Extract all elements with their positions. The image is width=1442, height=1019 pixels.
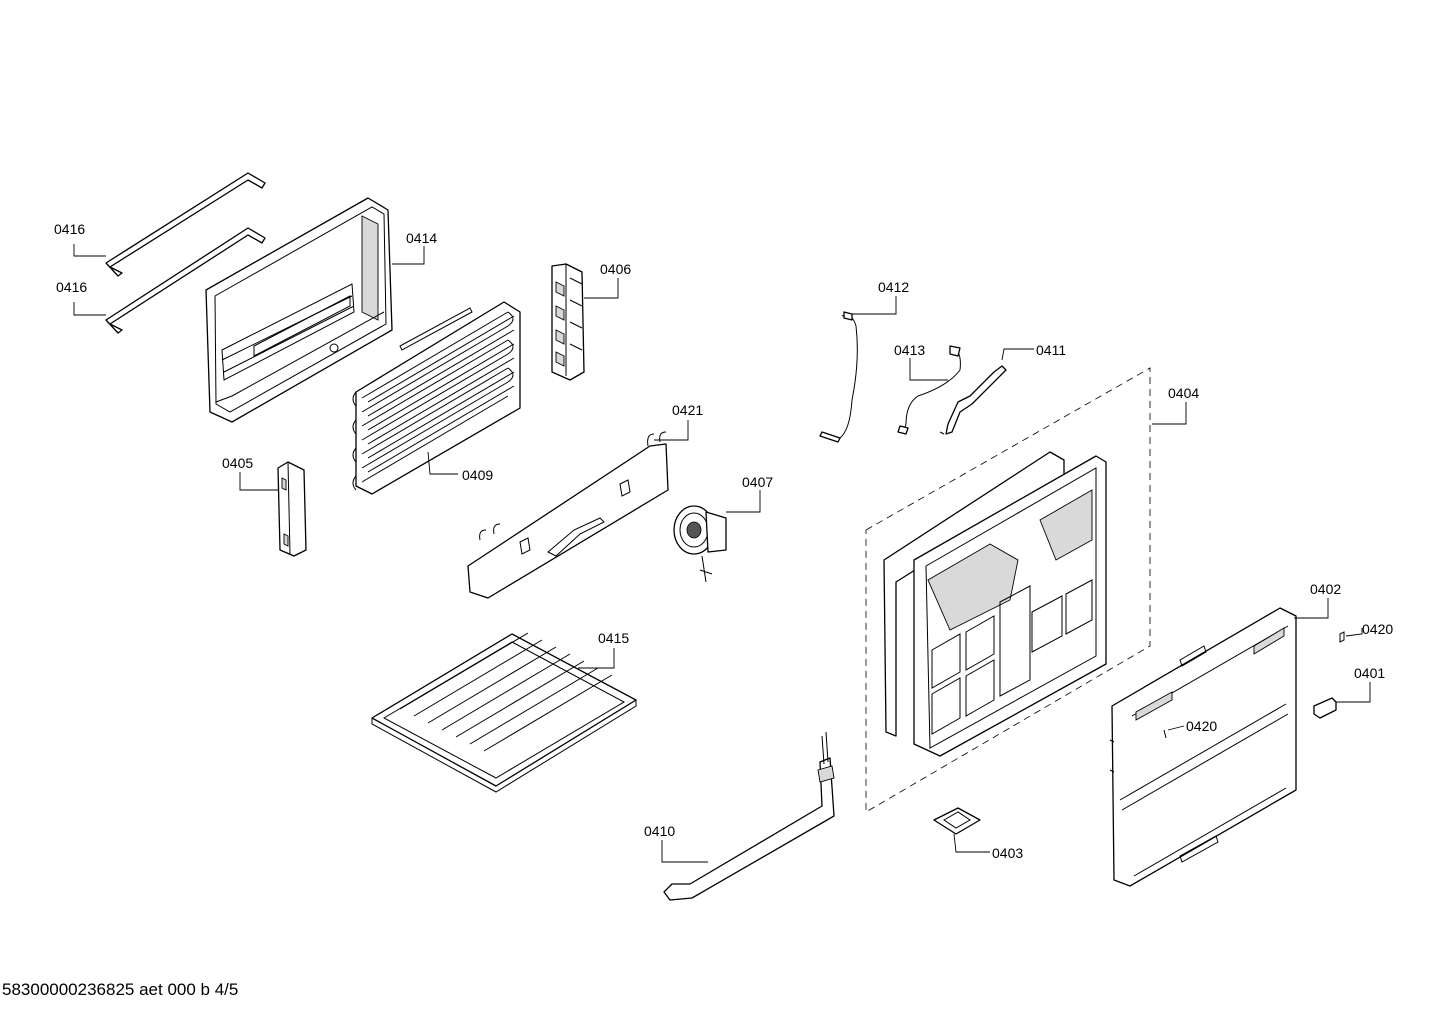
- part-0414-cover-housing[interactable]: [205, 197, 393, 423]
- label-0420-lower: 0420: [1186, 718, 1217, 734]
- part-0407-fan-motor[interactable]: [673, 505, 727, 583]
- part-0410-drain-heater[interactable]: [663, 731, 835, 901]
- label-0420-upper: 0420: [1362, 621, 1393, 637]
- label-0414: 0414: [406, 230, 437, 246]
- leader-lines: [73, 244, 1371, 863]
- part-0415-shelf[interactable]: [371, 632, 637, 793]
- part-0409-evaporator-coil[interactable]: [352, 301, 521, 495]
- label-0421: 0421: [672, 402, 703, 418]
- part-0401-hinge[interactable]: [1313, 697, 1337, 719]
- part-0403-gasket[interactable]: [933, 807, 981, 835]
- label-0412: 0412: [878, 279, 909, 295]
- part-0416-lower-rod[interactable]: [105, 227, 266, 334]
- label-0407: 0407: [742, 474, 773, 490]
- part-0412-sensor-cable[interactable]: [819, 311, 858, 443]
- label-0401: 0401: [1354, 665, 1385, 681]
- callout-labels: 0416 0416 0414 0406 0405 0409 0421 0407 …: [54, 221, 1393, 861]
- label-0403: 0403: [992, 845, 1023, 861]
- part-0404-rear-panel-assembly[interactable]: [865, 367, 1151, 813]
- label-0413: 0413: [894, 342, 925, 358]
- part-0416-upper-rod[interactable]: [105, 172, 266, 277]
- label-0402: 0402: [1310, 581, 1341, 597]
- label-0416-upper: 0416: [54, 221, 85, 237]
- part-0421-air-duct-plate[interactable]: [467, 431, 669, 599]
- document-footer-code: 58300000236825 aet 000 b 4/5: [2, 980, 239, 999]
- label-0406: 0406: [600, 261, 631, 277]
- label-0410: 0410: [644, 823, 675, 839]
- label-0409: 0409: [462, 467, 493, 483]
- part-0413-cable[interactable]: [897, 345, 961, 435]
- label-0405: 0405: [222, 455, 253, 471]
- label-0415: 0415: [598, 630, 629, 646]
- label-0416-lower: 0416: [56, 279, 87, 295]
- part-0411-heater-wire[interactable]: [939, 365, 1007, 435]
- part-0406-bracket[interactable]: [551, 263, 585, 381]
- part-0420-pin[interactable]: [1339, 631, 1345, 643]
- part-0405-clip[interactable]: [277, 461, 307, 557]
- label-0404: 0404: [1168, 385, 1199, 401]
- label-0411: 0411: [1036, 342, 1066, 358]
- part-0402-door[interactable]: [1109, 607, 1297, 887]
